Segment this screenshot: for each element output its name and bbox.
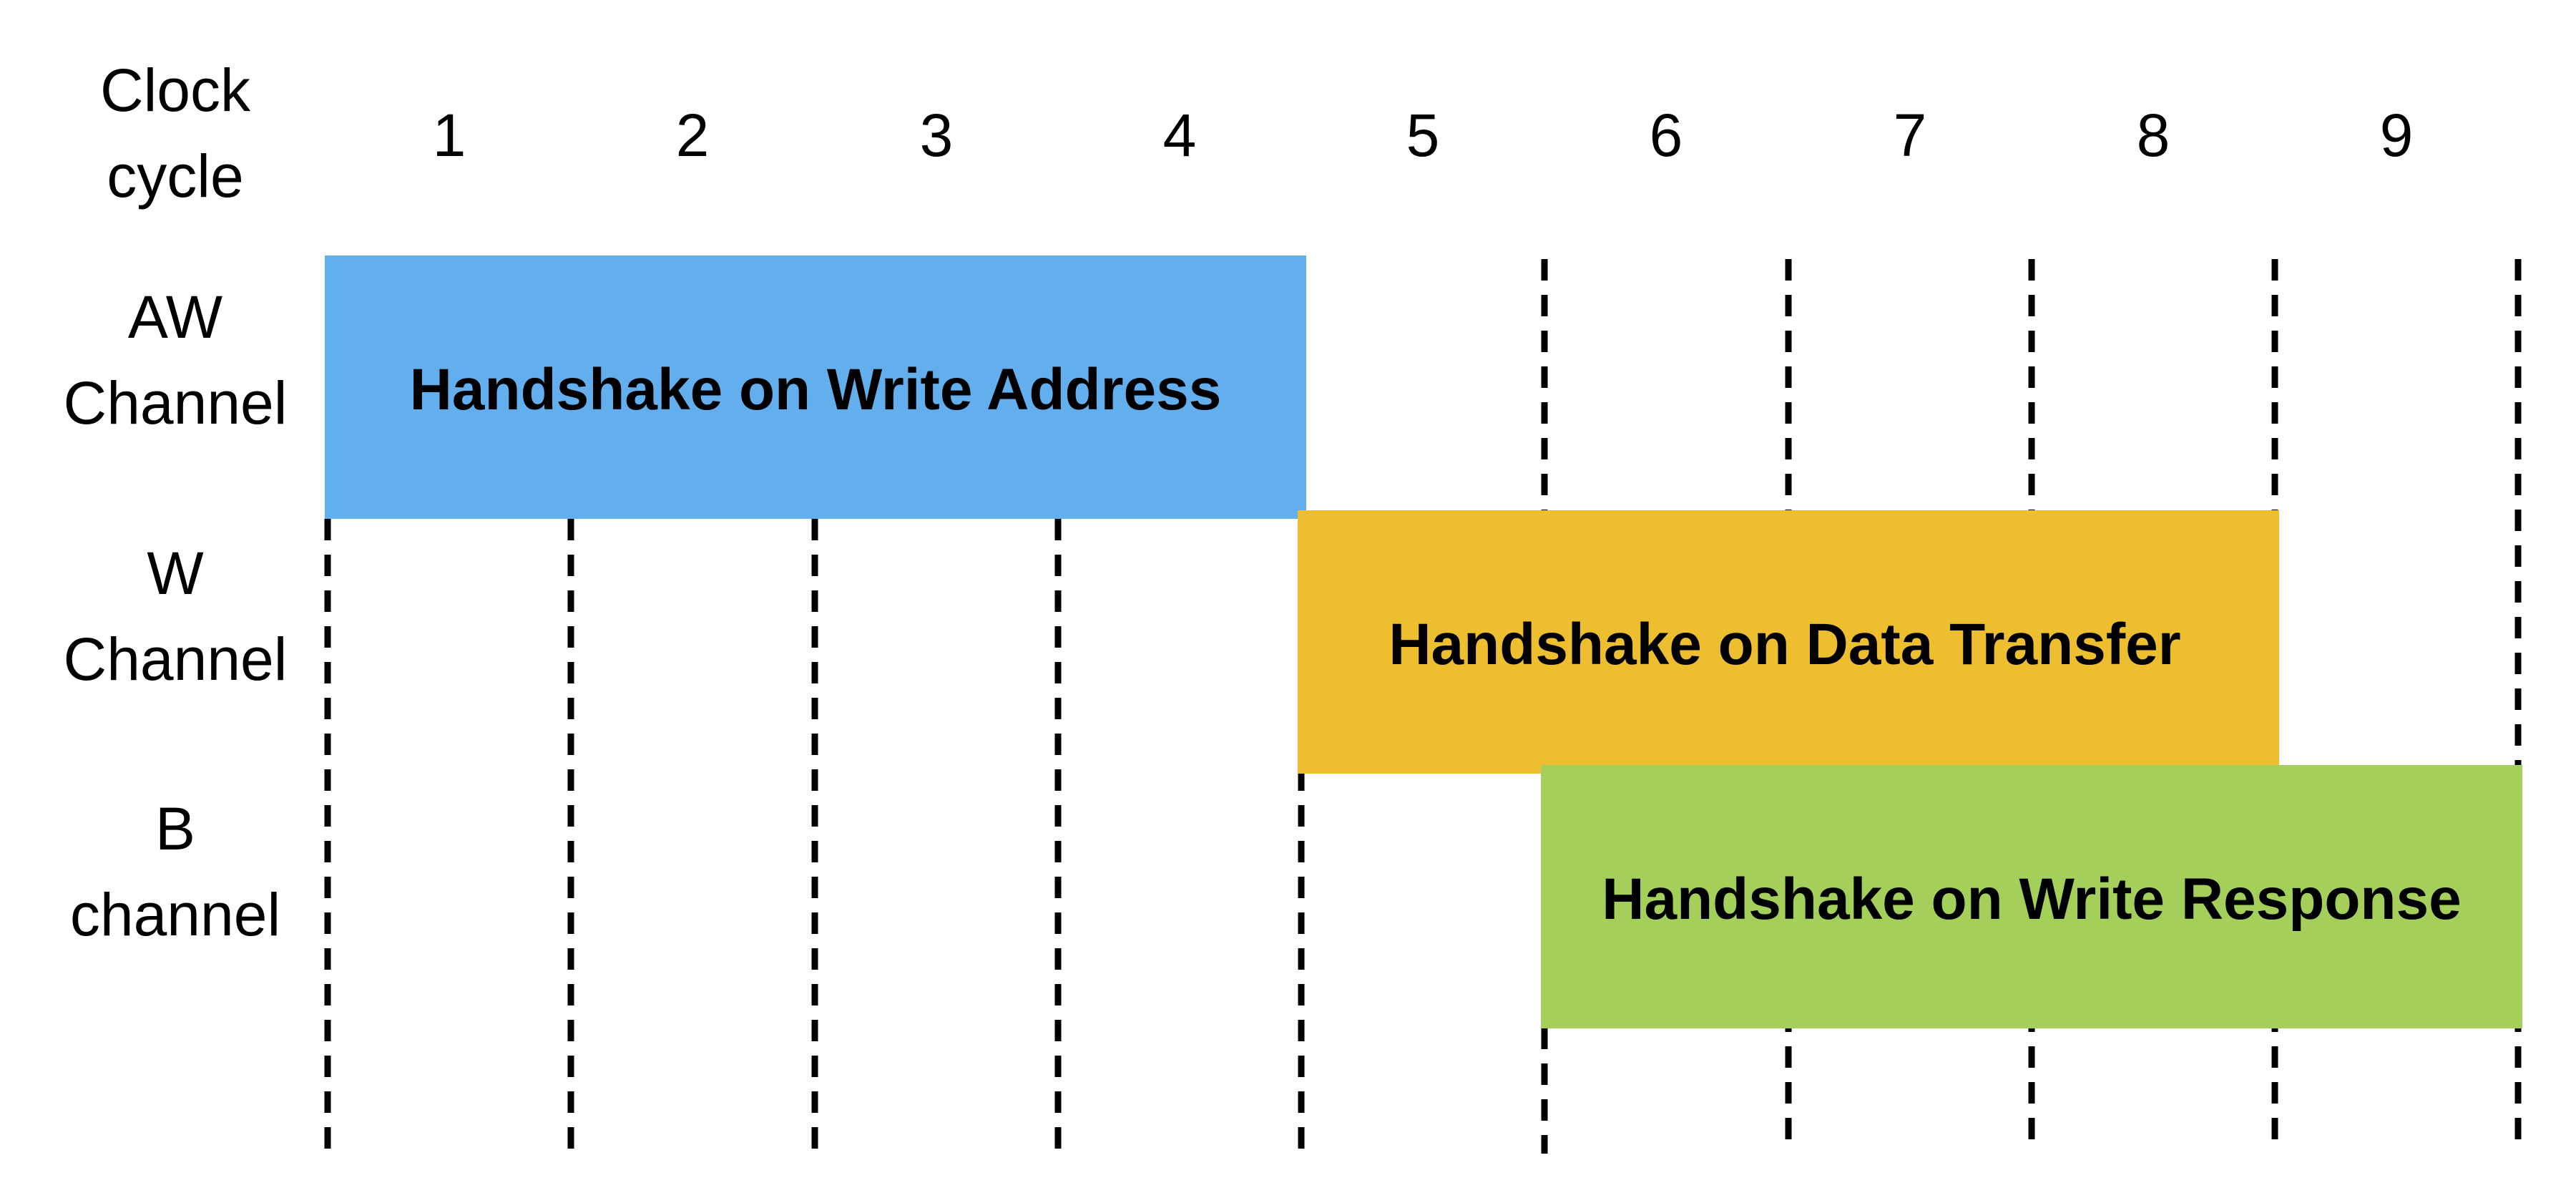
b-channel-label-line2: channel xyxy=(70,881,280,948)
write-response-handshake-bar xyxy=(1541,765,2522,1028)
aw-channel-label-line2: Channel xyxy=(64,369,288,437)
cycle-numbers: 1 2 3 4 5 6 7 8 9 xyxy=(433,102,2414,169)
w-channel-label-line1: W xyxy=(147,540,203,607)
cycle-number-3: 3 xyxy=(920,102,954,169)
handshake-bars: Handshake on Write Address Handshake on … xyxy=(325,255,2522,1028)
cycle-number-8: 8 xyxy=(2137,102,2170,169)
cycle-number-7: 7 xyxy=(1894,102,1927,169)
write-address-handshake-bar xyxy=(325,255,1306,519)
clock-cycle-label-line1: Clock xyxy=(100,57,251,124)
cycle-number-9: 9 xyxy=(2380,102,2414,169)
channel-labels: AW Channel W Channel B channel xyxy=(64,283,288,948)
data-transfer-handshake-label: Handshake on Data Transfer xyxy=(1389,612,2180,677)
cycle-number-5: 5 xyxy=(1406,102,1440,169)
cycle-number-1: 1 xyxy=(433,102,466,169)
w-channel-label-line2: Channel xyxy=(64,625,288,693)
clock-cycle-header: Clock cycle xyxy=(100,57,251,210)
cycle-number-2: 2 xyxy=(676,102,710,169)
aw-channel-label-line1: AW xyxy=(128,283,222,351)
write-response-handshake-label: Handshake on Write Response xyxy=(1602,867,2461,932)
data-transfer-handshake-bar xyxy=(1298,510,2279,774)
cycle-number-4: 4 xyxy=(1163,102,1197,169)
cycle-number-6: 6 xyxy=(1650,102,1683,169)
write-address-handshake-label: Handshake on Write Address xyxy=(410,357,1222,422)
b-channel-label-line1: B xyxy=(155,795,195,862)
clock-cycle-label-line2: cycle xyxy=(107,142,243,210)
